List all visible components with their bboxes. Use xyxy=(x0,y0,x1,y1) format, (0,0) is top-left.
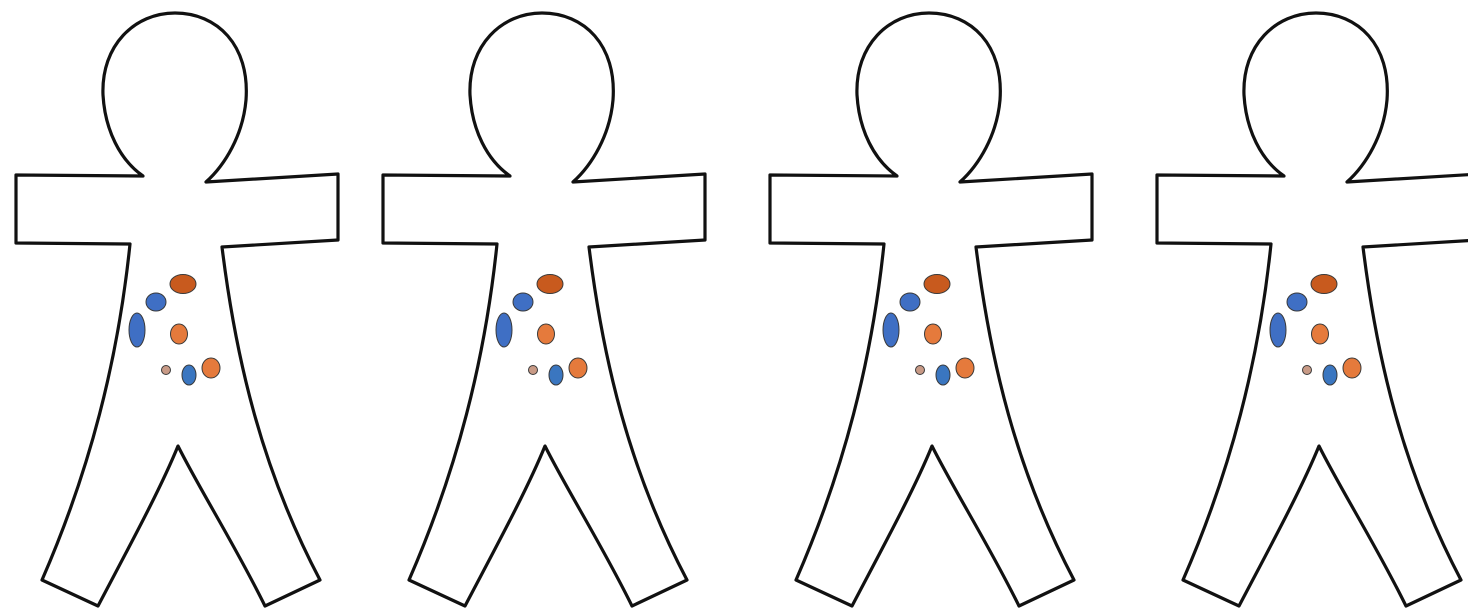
blob-blue-lower xyxy=(1323,365,1337,385)
blob-blue-large xyxy=(1270,313,1286,347)
blob-orange-center xyxy=(171,324,188,344)
blob-blue-lower xyxy=(549,365,563,385)
body-outline xyxy=(383,13,705,606)
blob-blue-large xyxy=(883,313,899,347)
blob-blue-lower xyxy=(936,365,950,385)
blob-blue-upper xyxy=(1287,293,1307,311)
blob-orange-right xyxy=(569,358,587,378)
blob-blue-lower xyxy=(182,365,196,385)
blob-orange-center xyxy=(1312,324,1329,344)
blob-blue-upper xyxy=(146,293,166,311)
blob-tan-small xyxy=(529,366,538,375)
blob-dark-orange xyxy=(170,275,196,294)
blob-tan-small xyxy=(1303,366,1312,375)
blob-blue-large xyxy=(496,313,512,347)
blob-orange-right xyxy=(1343,358,1361,378)
body-outline xyxy=(16,13,338,606)
blob-blue-large xyxy=(129,313,145,347)
body-outline xyxy=(1157,13,1468,606)
blob-dark-orange xyxy=(1311,275,1337,294)
blob-orange-right xyxy=(956,358,974,378)
blob-dark-orange xyxy=(924,275,950,294)
figure-3 xyxy=(770,13,1092,606)
figure-1 xyxy=(16,13,338,606)
blob-orange-right xyxy=(202,358,220,378)
blob-orange-center xyxy=(538,324,555,344)
blob-orange-center xyxy=(925,324,942,344)
body-outline xyxy=(770,13,1092,606)
blob-blue-upper xyxy=(513,293,533,311)
blob-dark-orange xyxy=(537,275,563,294)
blob-blue-upper xyxy=(900,293,920,311)
blob-tan-small xyxy=(916,366,925,375)
blob-tan-small xyxy=(162,366,171,375)
figure-4 xyxy=(1157,13,1468,606)
figure-2 xyxy=(383,13,705,606)
